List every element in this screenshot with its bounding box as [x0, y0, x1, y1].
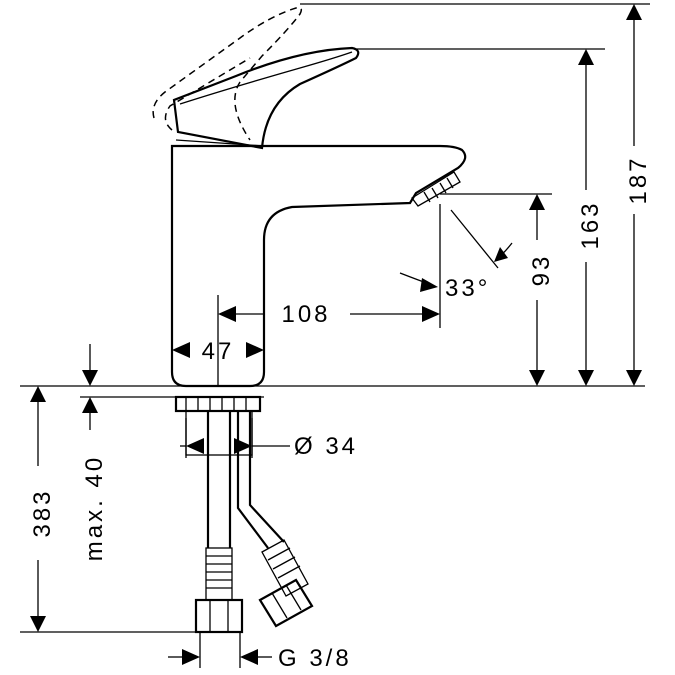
dimension-hole-diameter: Ø 34 [180, 418, 358, 460]
dimension-spout-reach: 108 [217, 295, 440, 386]
dimension-spout-height: 93 [440, 193, 555, 386]
label-47: 47 [202, 338, 235, 365]
dimension-hose-length: 383 [20, 386, 200, 633]
label-max-40: max. 40 [81, 455, 108, 561]
dimension-lever-height: 163 [355, 48, 605, 386]
dimension-max-deck-thickness: max. 40 [81, 344, 108, 561]
lever-handle [172, 46, 360, 150]
label-diameter-34: Ø 34 [294, 433, 358, 460]
label-33-degrees: 33° [445, 275, 490, 302]
label-187: 187 [625, 155, 652, 204]
dimension-connection-thread: G 3/8 [168, 632, 352, 672]
dimension-spray-angle: 33° [399, 204, 513, 328]
lever-open-position [152, 6, 303, 141]
label-93: 93 [528, 254, 555, 287]
dimension-base-width: 47 [172, 338, 264, 365]
label-g-3-8: G 3/8 [278, 645, 352, 672]
dimension-total-height: 187 [300, 3, 652, 386]
label-163: 163 [577, 200, 604, 249]
mounting-base [20, 385, 645, 413]
label-108: 108 [281, 301, 330, 328]
label-383: 383 [29, 488, 56, 537]
